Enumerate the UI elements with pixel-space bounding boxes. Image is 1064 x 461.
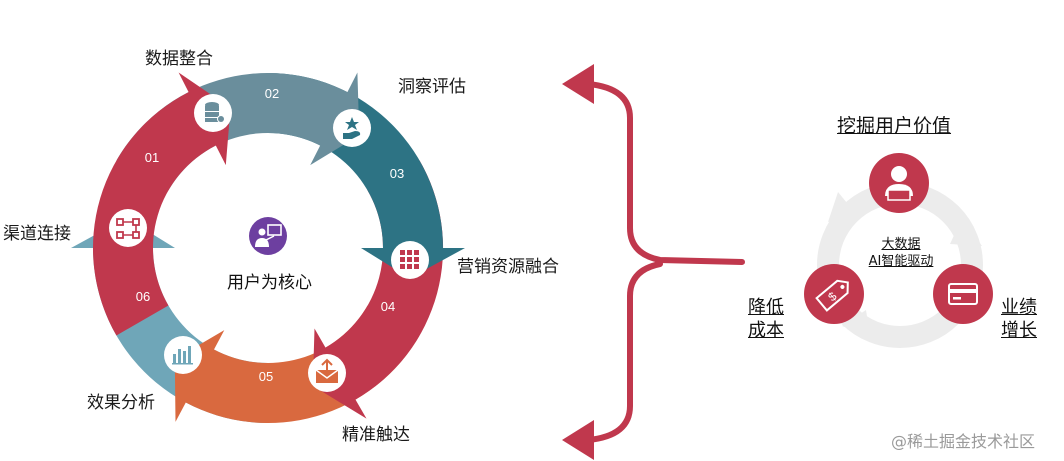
database-icon	[194, 94, 232, 132]
performance-growth-line2: 增长	[1001, 320, 1037, 341]
step-number-02: 02	[265, 86, 279, 101]
performance-growth-label: 业绩 增长	[1001, 296, 1037, 342]
step-label-03: 洞察评估	[398, 77, 466, 97]
center-label: 用户为核心	[227, 273, 312, 293]
mail-icon	[308, 354, 346, 392]
cycle-segment-01	[92, 72, 231, 336]
grid-icon	[391, 241, 429, 279]
price-tag-icon: $	[804, 264, 864, 324]
value-center-line2: AI智能驱动	[868, 254, 934, 269]
step-label-04: 营销资源融合	[457, 257, 559, 277]
bar-chart-icon	[164, 336, 202, 374]
step-number-04: 04	[381, 299, 395, 314]
cost-reduction-label: 降低 成本	[748, 296, 784, 342]
step-label-06: 效果分析	[87, 393, 155, 413]
star-hand-icon	[333, 109, 371, 147]
performance-growth-line1: 业绩	[1001, 297, 1037, 318]
step-number-05: 05	[259, 369, 273, 384]
user-laptop-icon	[869, 153, 929, 213]
presentation-icon	[249, 217, 287, 255]
step-label-05: 精准触达	[342, 425, 410, 445]
step-label-01: 渠道连接	[3, 224, 71, 244]
watermark: @稀土掘金技术社区	[891, 432, 1036, 451]
value-title: 挖掘用户价值	[837, 115, 952, 137]
value-center-text: 大数据 AI智能驱动	[852, 236, 950, 270]
network-flow-icon	[109, 209, 147, 247]
credit-card-icon	[933, 264, 993, 324]
cost-reduction-line1: 降低	[748, 297, 784, 318]
step-number-03: 03	[390, 166, 404, 181]
cost-reduction-line2: 成本	[748, 320, 784, 341]
value-center-line1: 大数据	[881, 237, 921, 252]
curly-bracket-arrows	[562, 64, 745, 460]
step-label-02: 数据整合	[145, 49, 213, 69]
step-number-01: 01	[145, 150, 159, 165]
step-number-06: 06	[136, 289, 150, 304]
cycle-ring	[71, 72, 465, 424]
